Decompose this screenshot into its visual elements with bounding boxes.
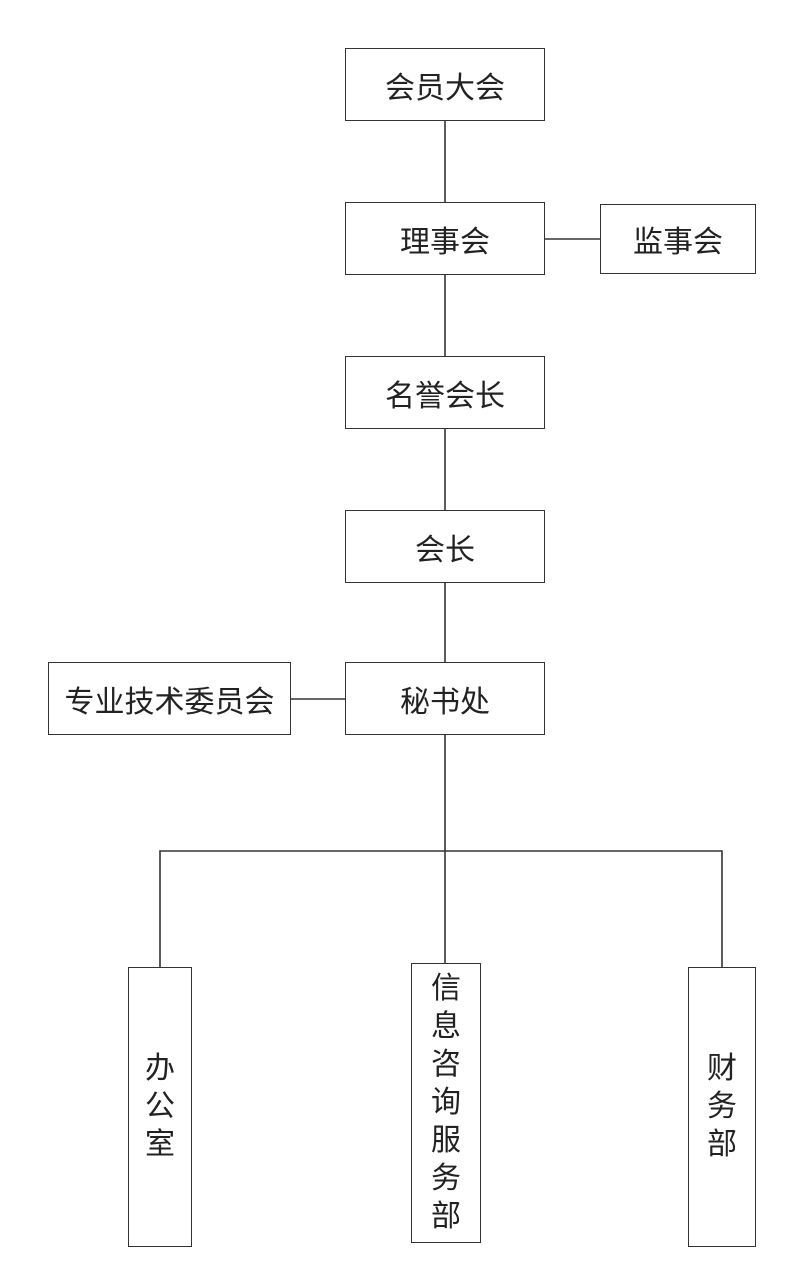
label-char: 室 — [145, 1127, 175, 1162]
label-char: 办 — [145, 1051, 175, 1086]
label-char: 务 — [707, 1089, 737, 1124]
node-president: 会长 — [345, 510, 545, 583]
label-char: 财 — [707, 1051, 737, 1086]
node-label: 监事会 — [633, 225, 723, 260]
node-office: 办 公 室 — [128, 967, 192, 1247]
node-label: 名誉会长 — [385, 378, 505, 414]
label-char: 息 — [431, 1009, 461, 1044]
label-char: 咨 — [431, 1047, 461, 1082]
label-char: 信 — [431, 971, 461, 1006]
node-council: 理事会 — [345, 202, 545, 275]
node-label-vertical: 信 息 咨 询 服 务 部 — [431, 970, 461, 1236]
label-char: 部 — [431, 1199, 461, 1234]
node-label-vertical: 办 公 室 — [145, 1050, 175, 1164]
node-label: 会员大会 — [385, 70, 505, 106]
node-label: 秘书处 — [400, 684, 490, 720]
label-char: 部 — [707, 1127, 737, 1162]
node-secretariat: 秘书处 — [345, 662, 545, 735]
node-general-assembly: 会员大会 — [345, 48, 545, 121]
node-label-vertical: 财 务 部 — [707, 1050, 737, 1164]
node-label: 专业技术委员会 — [64, 684, 275, 720]
node-label: 会长 — [415, 532, 475, 568]
node-finance-dept: 财 务 部 — [688, 967, 756, 1247]
label-char: 公 — [145, 1089, 175, 1124]
node-info-service-dept: 信 息 咨 询 服 务 部 — [411, 963, 481, 1243]
connector-branch-bar — [159, 850, 723, 967]
node-label: 理事会 — [400, 224, 490, 260]
label-char: 询 — [431, 1085, 461, 1120]
node-honorary-president: 名誉会长 — [345, 356, 545, 429]
label-char: 务 — [431, 1161, 461, 1196]
label-char: 服 — [431, 1123, 461, 1158]
node-supervisory-board: 监事会 — [600, 204, 756, 274]
node-technical-committee: 专业技术委员会 — [48, 662, 291, 735]
